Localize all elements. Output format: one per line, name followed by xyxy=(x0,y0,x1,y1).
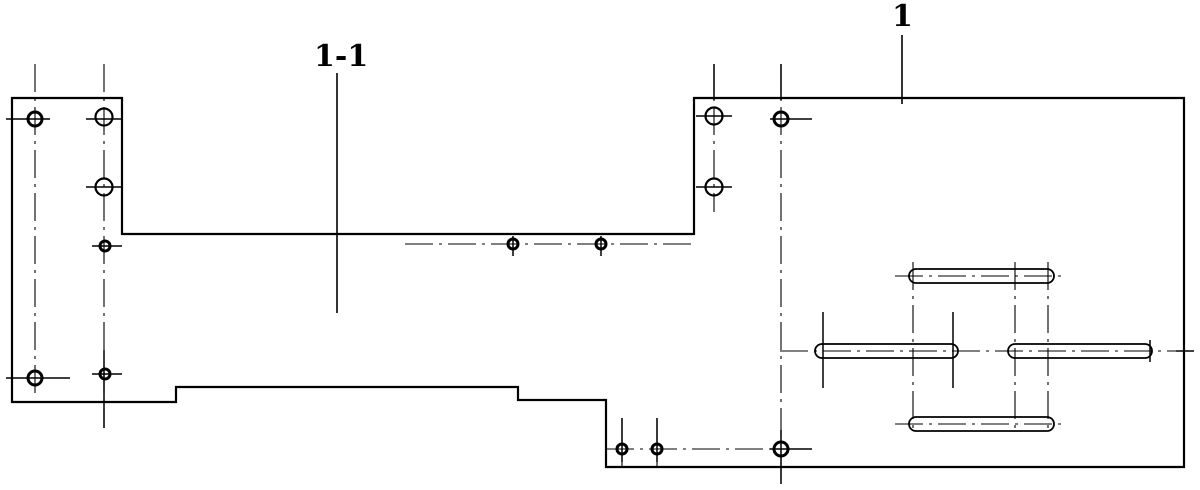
hole xyxy=(650,442,664,456)
section-label: 1-1 xyxy=(314,39,368,74)
hole xyxy=(772,440,790,458)
hole xyxy=(594,237,608,251)
center-ticks xyxy=(6,64,1194,484)
slot xyxy=(908,268,1055,284)
slot xyxy=(908,416,1055,432)
hole xyxy=(704,106,724,126)
hole xyxy=(94,107,114,127)
hole xyxy=(506,237,520,251)
centerlines xyxy=(34,64,1190,484)
part-label: 1 xyxy=(892,0,913,34)
hole xyxy=(704,177,724,197)
hole xyxy=(98,239,112,253)
hole xyxy=(98,367,112,381)
hole xyxy=(615,442,629,456)
hole xyxy=(772,110,790,128)
hole xyxy=(26,369,44,387)
slot xyxy=(814,343,959,359)
hole xyxy=(26,110,44,128)
plate-outline xyxy=(10,96,1186,469)
slots xyxy=(814,268,1153,432)
slot xyxy=(1007,343,1153,359)
hole xyxy=(94,177,114,197)
holes xyxy=(26,106,790,458)
